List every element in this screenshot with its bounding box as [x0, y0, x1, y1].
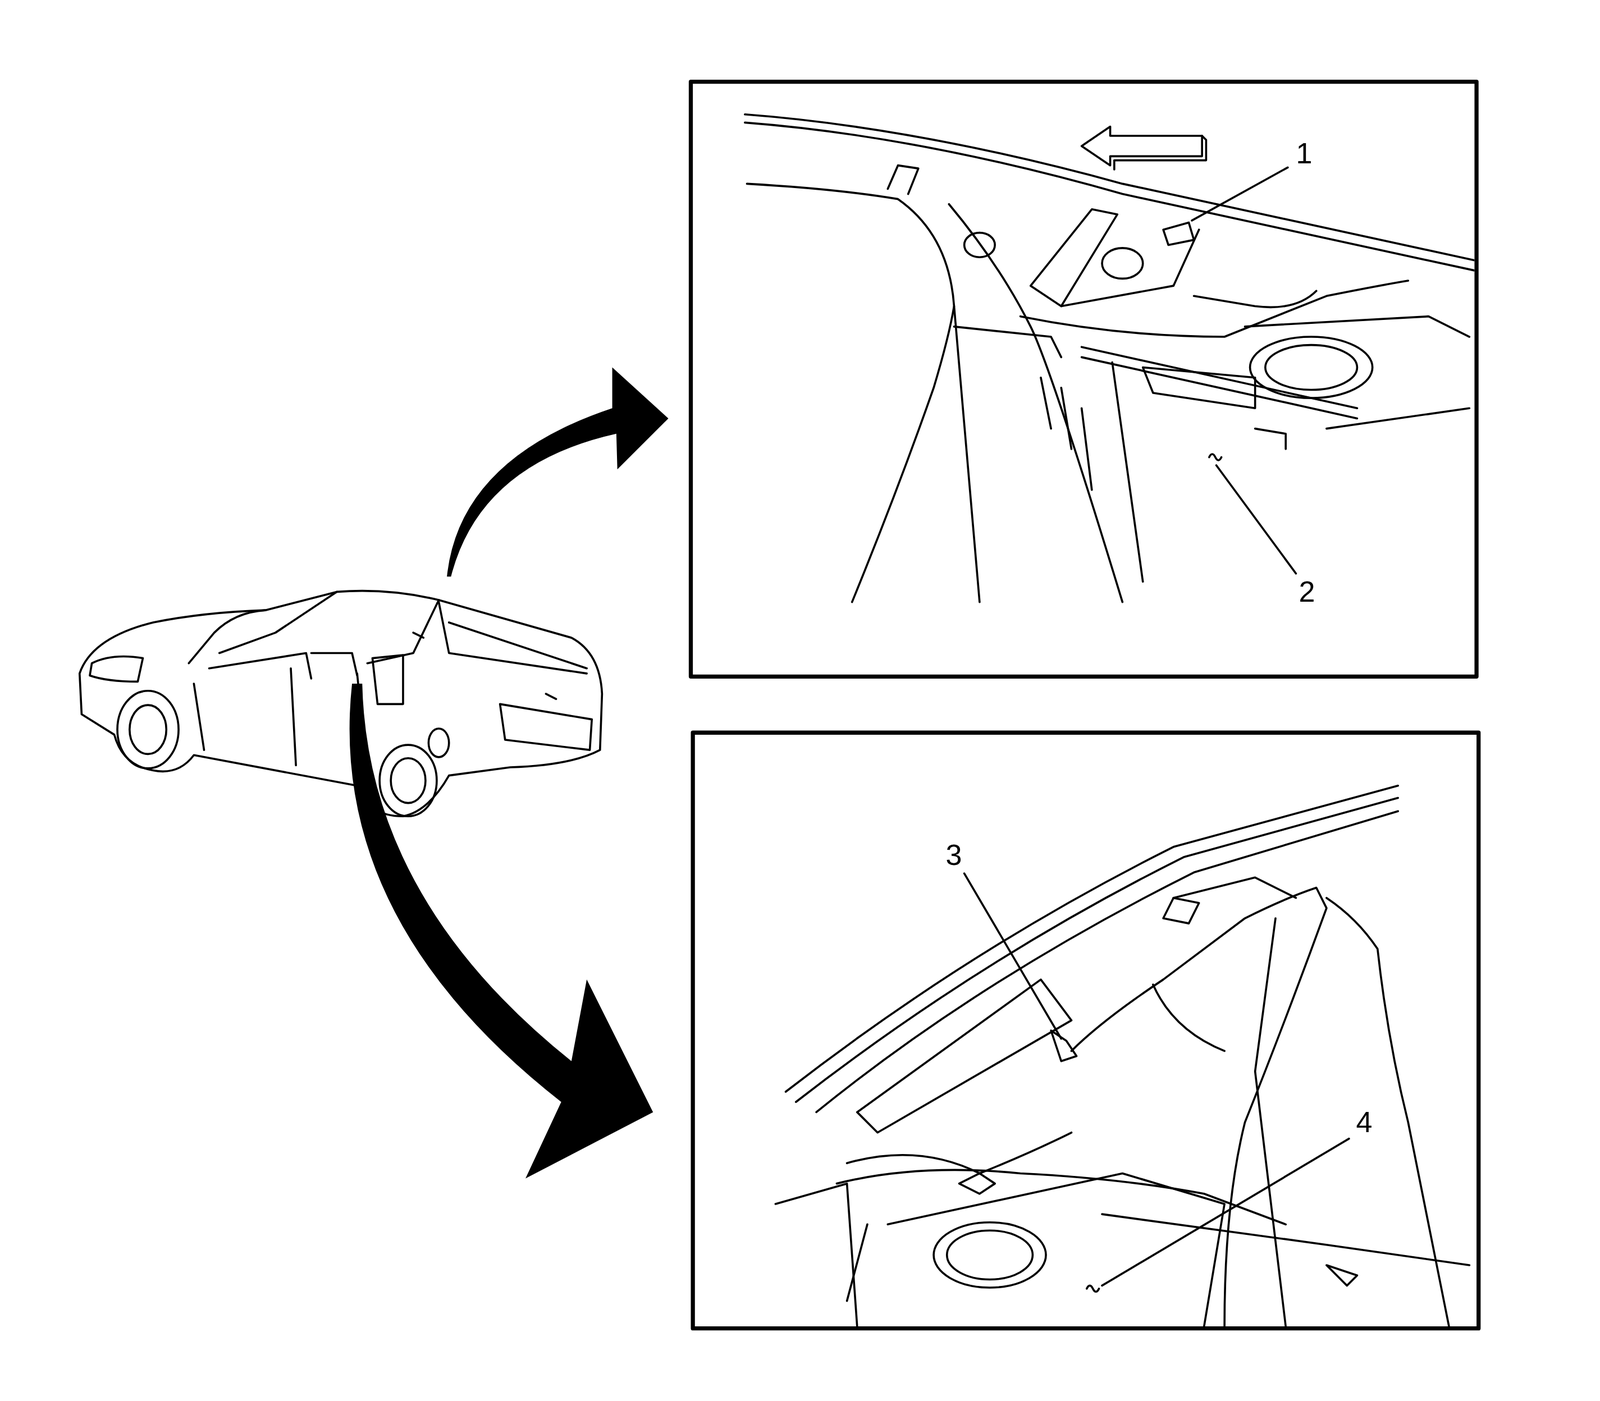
callout-number: 2: [1296, 576, 1318, 608]
pointer-arrow: [446, 367, 669, 578]
leader-line: [964, 167, 1350, 1286]
car-outline: [79, 591, 603, 817]
pointer-arrow: [349, 683, 654, 1179]
detail-frame: [691, 81, 1478, 678]
callout-number: 3: [943, 839, 965, 871]
roof-rail-detail: [744, 114, 1475, 603]
detail-frame: [692, 732, 1479, 1329]
callout-number: 4: [1354, 1106, 1375, 1138]
callout-number: 1: [1294, 137, 1315, 169]
roof-rail-detail: [775, 785, 1470, 1327]
